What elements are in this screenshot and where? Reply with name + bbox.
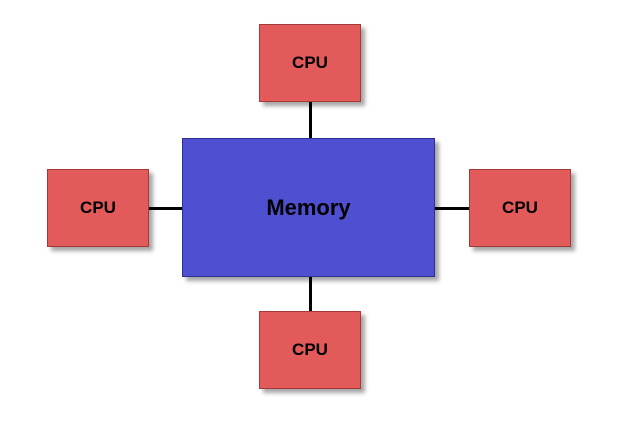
cpu-label: CPU — [80, 198, 116, 217]
connector-bottom — [309, 277, 312, 311]
cpu-block-bottom: CPU — [259, 311, 361, 389]
connector-top — [309, 102, 312, 138]
cpu-block-left: CPU — [47, 169, 149, 247]
connector-right — [435, 207, 469, 210]
cpu-label: CPU — [502, 198, 538, 217]
cpu-block-top: CPU — [259, 24, 361, 102]
connector-left — [149, 207, 182, 210]
cpu-label: CPU — [292, 53, 328, 72]
memory-label: Memory — [266, 194, 351, 220]
cpu-block-right: CPU — [469, 169, 571, 247]
memory-block: Memory — [182, 138, 435, 277]
cpu-label: CPU — [292, 340, 328, 359]
